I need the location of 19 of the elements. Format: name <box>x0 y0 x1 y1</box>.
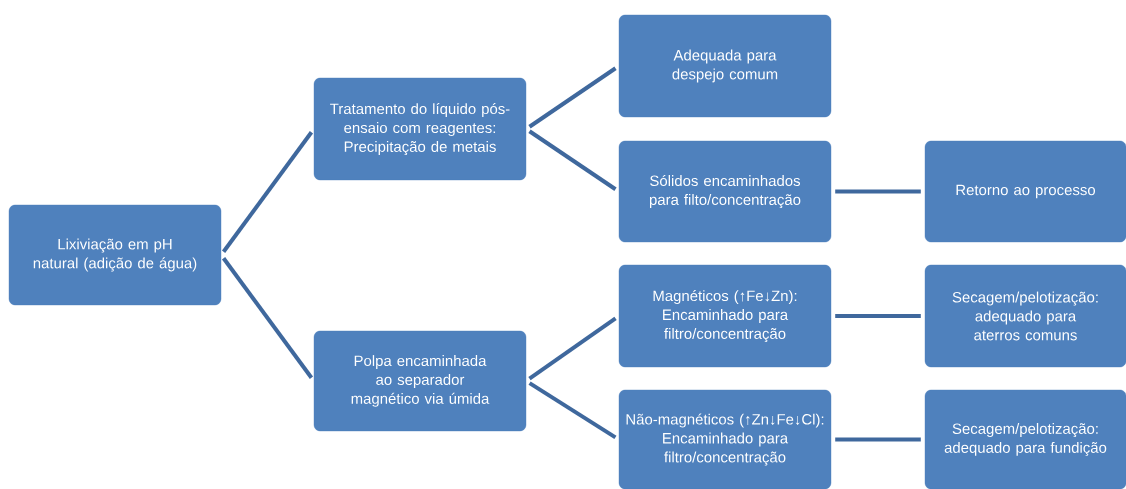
process-box: Tratamento do líquido pós-ensaio com reagentes: Precipitação de metais <box>313 77 527 181</box>
process-box: Polpa encaminhada ao separador magnético via úmida <box>313 330 527 432</box>
process-box: Secagem/pelotização: adequado para fundição <box>924 389 1126 489</box>
process-box: Lixiviação em pH natural (adição de água) <box>8 204 222 306</box>
connector-line <box>835 189 921 194</box>
connector-line <box>528 316 617 381</box>
connector-line <box>528 129 617 191</box>
process-box: Sólidos encaminhados para filto/concentração <box>618 140 832 243</box>
process-box: Adequada para despejo comum <box>618 14 832 118</box>
connector-line <box>835 437 921 442</box>
connector-line <box>528 66 617 129</box>
process-box: Secagem/pelotização: adequado para aterros comuns <box>924 264 1126 368</box>
connector-line <box>221 257 314 379</box>
connector-line <box>221 131 314 253</box>
connector-line <box>835 314 921 318</box>
process-box: Magnéticos (↑Fe↓Zn): Encaminhado para filtro/concentração <box>618 264 832 368</box>
process-box: Não-magnéticos (↑Zn↓Fe↓Cl): Encaminhado para filtro/concentração <box>618 389 832 489</box>
process-box: Retorno ao processo <box>924 140 1126 243</box>
connector-line <box>528 381 617 440</box>
